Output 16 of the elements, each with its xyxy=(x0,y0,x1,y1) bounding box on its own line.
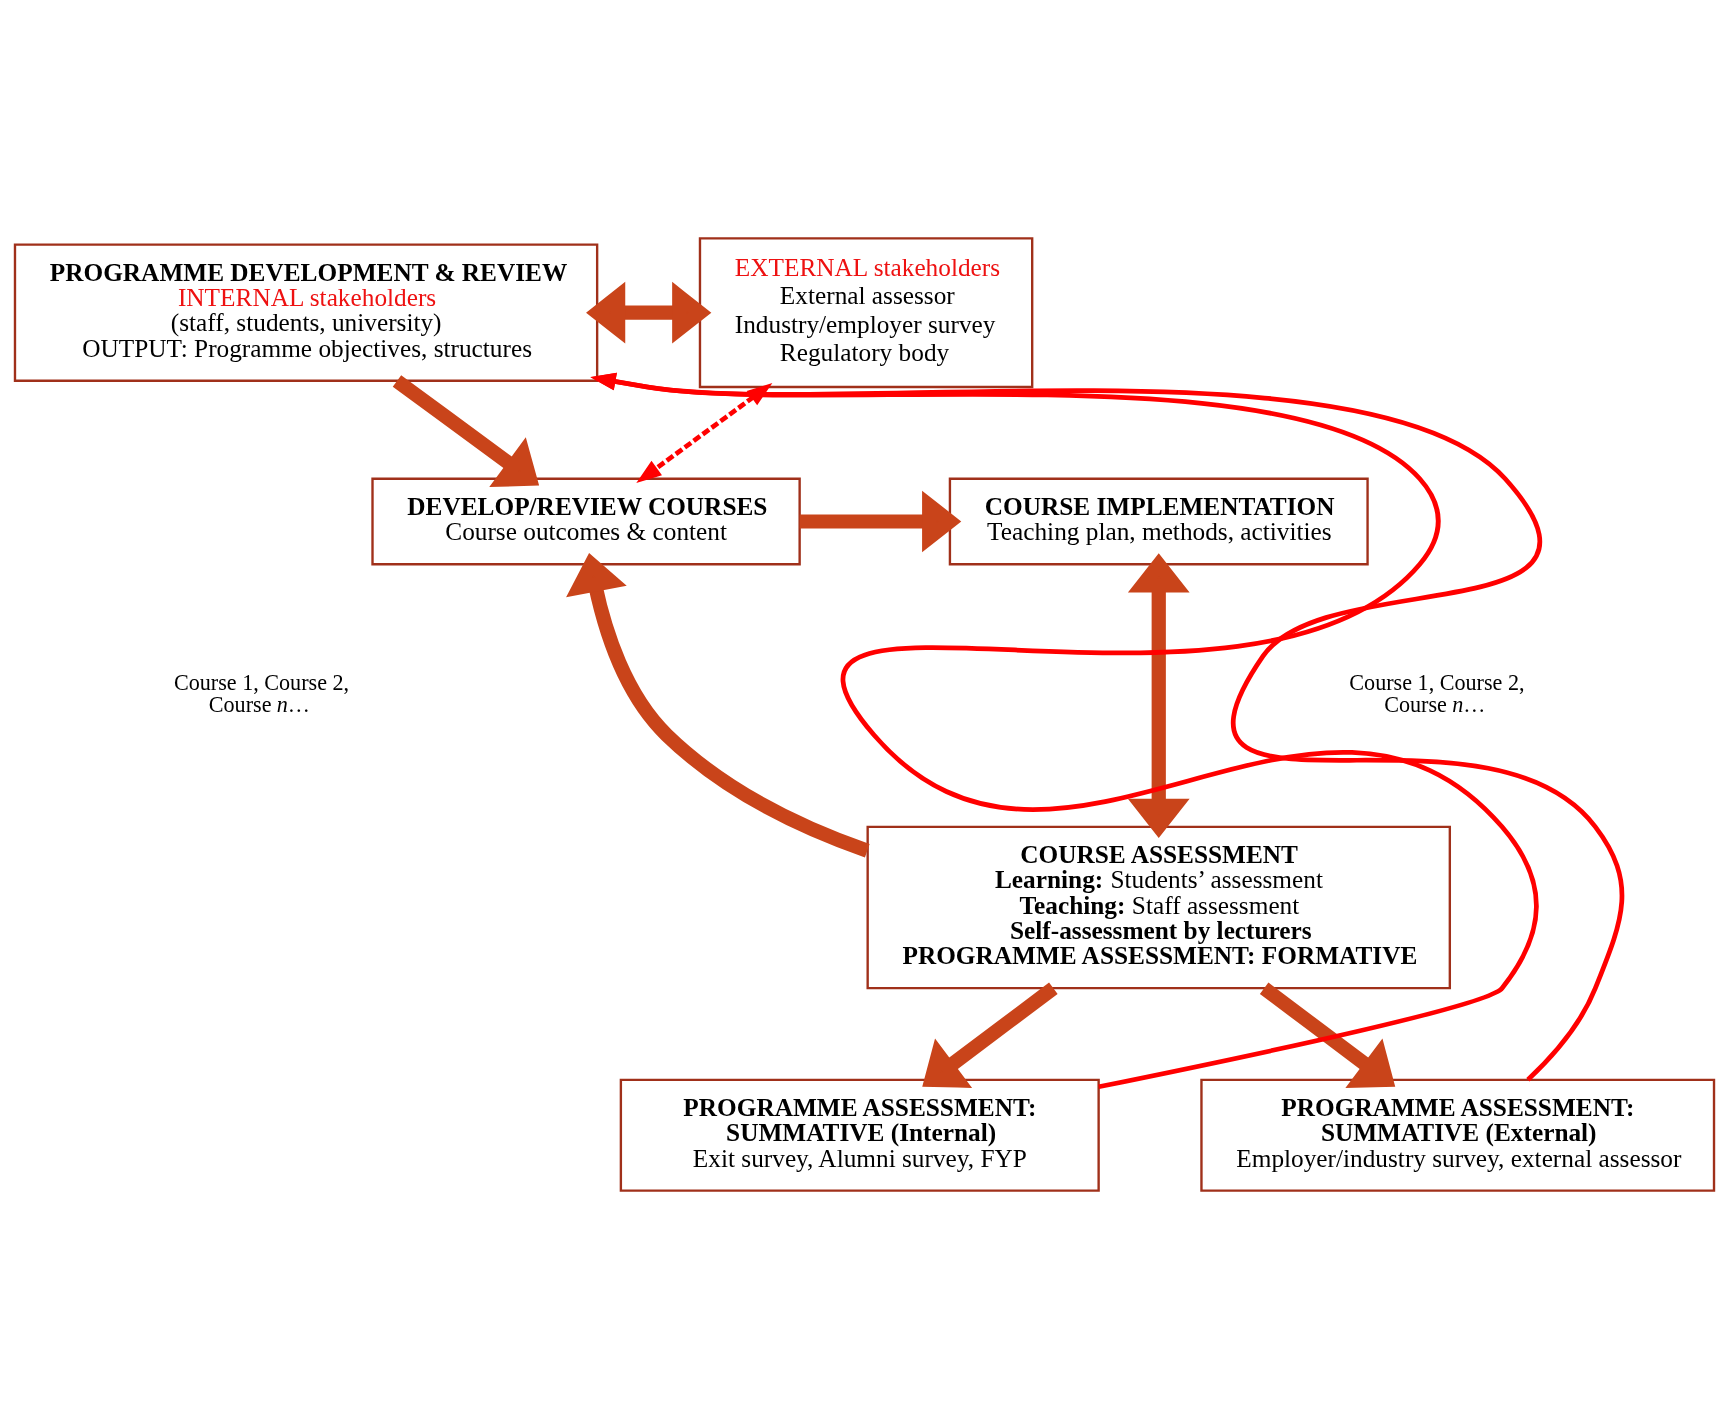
node-box: DEVELOP/REVIEW COURSES Course outcomes & content xyxy=(371,477,801,565)
node-box: COURSE IMPLEMENTATION Teaching plan, methods, activities xyxy=(948,477,1369,565)
arrow xyxy=(799,490,962,552)
arrow xyxy=(922,982,1058,1088)
label: Course 1, Course 2, Course n… xyxy=(173,669,350,717)
node-box: COURSE ASSESSMENT Learning: Students’ assessment Teaching: Staff assessment Self-assessment by lecturers PROGRAMME ASSESSMENT: FORMATIVE xyxy=(866,825,1451,989)
arrow xyxy=(566,552,870,857)
node-box: PROGRAMME ASSESSMENT: SUMMATIVE (Internal) Exit survey, Alumni survey, FYP xyxy=(619,1078,1100,1192)
arrow xyxy=(586,281,712,344)
node-box: PROGRAMME DEVELOPMENT & REVIEW INTERNAL stakeholders (staff, students, university) OUTPUT: Programme objectives, structures xyxy=(13,242,599,382)
arrow xyxy=(1259,982,1396,1088)
arrow xyxy=(392,374,540,487)
node-box: PROGRAMME ASSESSMENT: SUMMATIVE (External) Employer/industry survey, external assessor xyxy=(1200,1078,1716,1192)
label: Course 1, Course 2, Course n… xyxy=(1349,669,1525,717)
node-box: EXTERNAL stakeholders External assessor Industry/employer survey Regulatory body xyxy=(698,236,1034,388)
arrow xyxy=(1127,552,1190,838)
